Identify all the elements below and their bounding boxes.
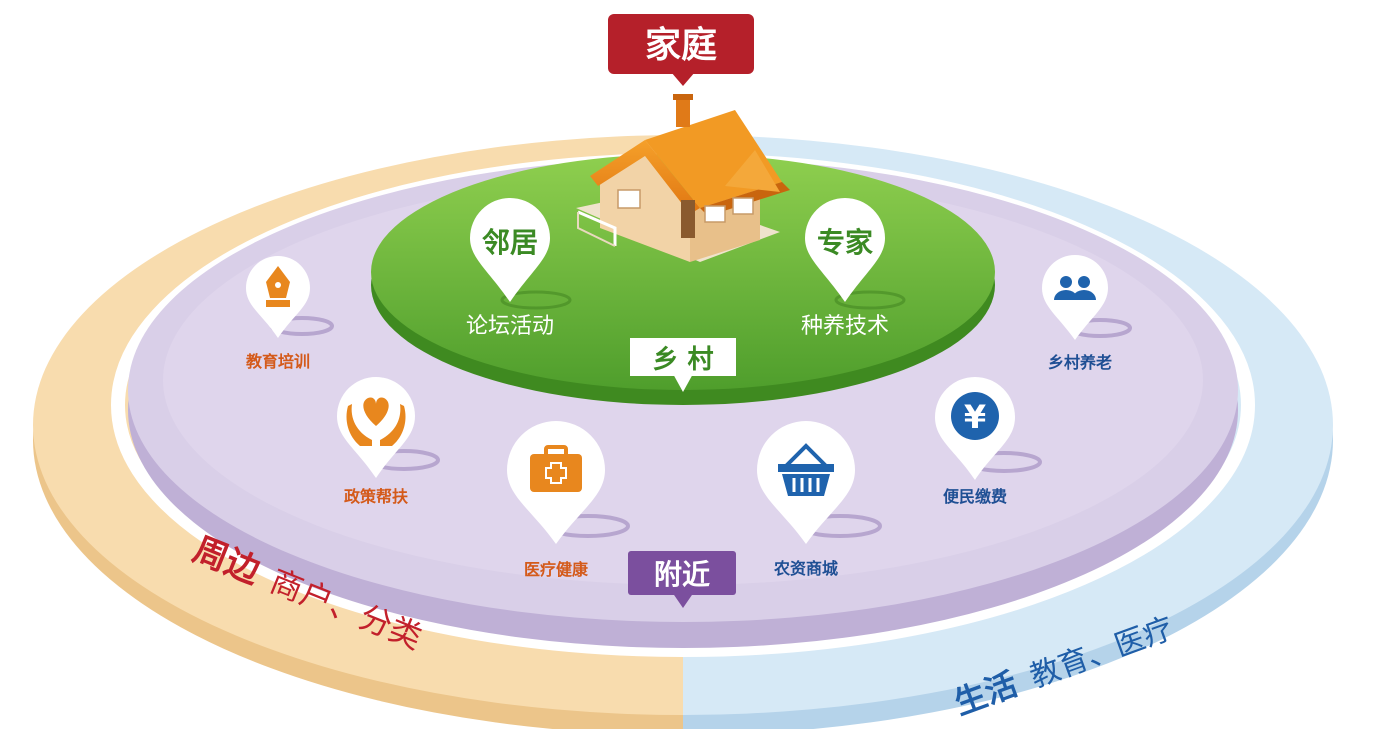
education-label: 教育培训 [246, 352, 310, 371]
bill-payment-pin: ¥ [935, 377, 1042, 480]
farm-mall-label: 农资商城 [773, 559, 838, 578]
nearby-label-box: 附近 [628, 551, 736, 608]
family-banner: 家庭 [608, 14, 754, 86]
village-label: 乡 村 [652, 345, 713, 375]
heart-hands-icon [346, 397, 406, 446]
healthcare-pin [507, 421, 630, 544]
forum-activity-caption: 论坛活动 [466, 314, 554, 339]
neighbor-pin: 邻居 [470, 198, 572, 310]
education-pin [246, 256, 334, 338]
yen-icon: ¥ [951, 392, 999, 440]
healthcare-label: 医疗健康 [524, 560, 589, 579]
house-illustration [576, 94, 790, 262]
expert-label: 专家 [817, 226, 873, 259]
policy-support-label: 政策帮扶 [344, 487, 409, 506]
policy-support-pin [337, 377, 440, 478]
family-banner-label: 家庭 [645, 24, 717, 65]
village-label-box: 乡 村 [630, 338, 736, 392]
shopping-basket-icon [778, 443, 834, 496]
elderly-care-label: 乡村养老 [1048, 353, 1112, 372]
neighbor-label: 邻居 [482, 226, 538, 259]
expert-pin: 专家 [805, 198, 906, 310]
bill-payment-label: 便民缴费 [943, 487, 1007, 506]
nearby-label-bg [628, 551, 736, 595]
medical-kit-icon [530, 445, 582, 492]
family-banner-bg [608, 14, 754, 74]
people-icon [1054, 276, 1096, 300]
nearby-label: 附近 [654, 558, 710, 591]
svg-text:¥: ¥ [964, 398, 986, 436]
planting-tech-caption: 种养技术 [801, 314, 889, 339]
elderly-care-pin [1042, 255, 1132, 340]
farm-mall-pin [757, 421, 882, 544]
fountain-pen-icon [266, 266, 290, 307]
